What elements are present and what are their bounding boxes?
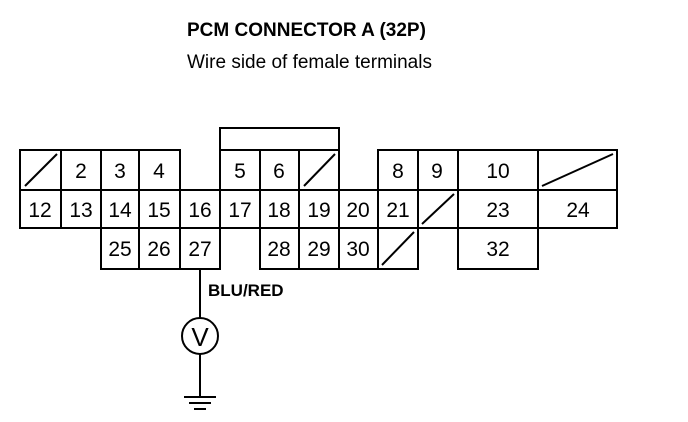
- pin-label: 29: [307, 238, 330, 261]
- pin-label: 15: [147, 199, 170, 222]
- empty-cavity: [377, 227, 419, 270]
- pin-label: 3: [114, 160, 126, 183]
- pin-label: 9: [431, 160, 443, 183]
- empty-cavity-slash: [303, 153, 336, 187]
- pin-label: 2: [75, 160, 87, 183]
- pin-label: 5: [234, 160, 246, 183]
- pin-cell: [457, 227, 539, 270]
- pin-label: 32: [486, 238, 509, 261]
- empty-cavity-slash: [381, 231, 415, 266]
- empty-cavity-slash: [541, 153, 614, 187]
- pin-label: 17: [228, 199, 251, 222]
- pin-label: 6: [273, 160, 285, 183]
- pin-label: 21: [386, 199, 409, 222]
- pin-label: 25: [108, 238, 131, 261]
- pin-label: 24: [566, 199, 590, 222]
- pin-label: 4: [153, 160, 165, 183]
- pin-label: 13: [69, 199, 92, 222]
- pin-label: 23: [486, 199, 509, 222]
- ground-icon: [184, 396, 216, 410]
- pin-label: 30: [346, 238, 369, 261]
- pin-label: 20: [346, 199, 369, 222]
- pin-label: 28: [267, 238, 290, 261]
- pin-label: 26: [147, 238, 170, 261]
- connector-subtitle: Wire side of female terminals: [187, 52, 432, 73]
- pin-label: 14: [108, 199, 132, 222]
- empty-cavity-slash: [421, 193, 455, 225]
- pin-label: 10: [486, 160, 509, 183]
- wire-color-label: BLU/RED: [208, 281, 284, 300]
- pin-label: 27: [188, 238, 211, 261]
- pin-label: 16: [188, 199, 211, 222]
- pin-label: 12: [28, 199, 51, 222]
- connector-title: PCM CONNECTOR A (32P): [187, 20, 426, 41]
- connector-key-tab: [219, 127, 340, 151]
- voltmeter-symbol: V: [191, 322, 209, 352]
- pin-label: 8: [392, 160, 404, 183]
- pin-cell: [537, 189, 618, 229]
- pin-label: 18: [267, 199, 290, 222]
- pin-label: 19: [307, 199, 330, 222]
- empty-cavity-slash: [24, 153, 58, 187]
